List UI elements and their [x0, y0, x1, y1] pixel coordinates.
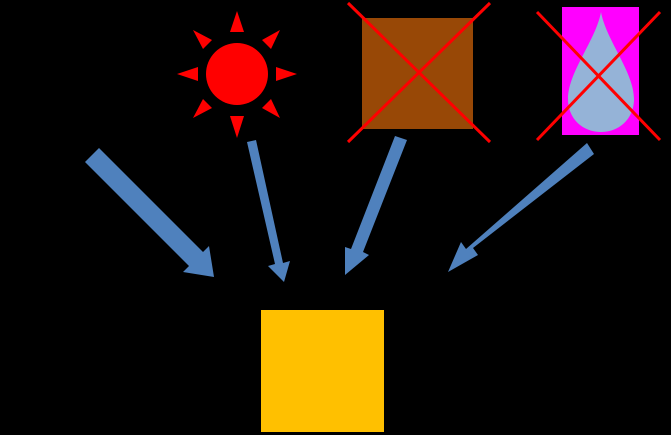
- sun-ray-w: [177, 67, 198, 81]
- sun-ray-n: [230, 11, 244, 32]
- arrow-from-water: [448, 143, 594, 272]
- cross-out-icon: [535, 10, 662, 142]
- sun-icon: [177, 11, 297, 138]
- arrow-from-left: [85, 148, 214, 277]
- sun-ray-e: [276, 67, 297, 81]
- cross-out-icon: [346, 1, 492, 144]
- arrow-from-sun: [247, 140, 290, 282]
- soil-block-icon: [346, 1, 492, 144]
- water-drop-icon: [535, 7, 662, 142]
- sun-core: [206, 43, 268, 105]
- sun-ray-s: [230, 116, 244, 138]
- arrow-from-soil: [345, 136, 407, 275]
- sun-ray-sw: [193, 99, 212, 118]
- sun-ray-se: [262, 99, 280, 118]
- sun-ray-nw: [193, 30, 212, 49]
- sun-ray-ne: [262, 30, 280, 49]
- target-block-icon: [261, 310, 384, 432]
